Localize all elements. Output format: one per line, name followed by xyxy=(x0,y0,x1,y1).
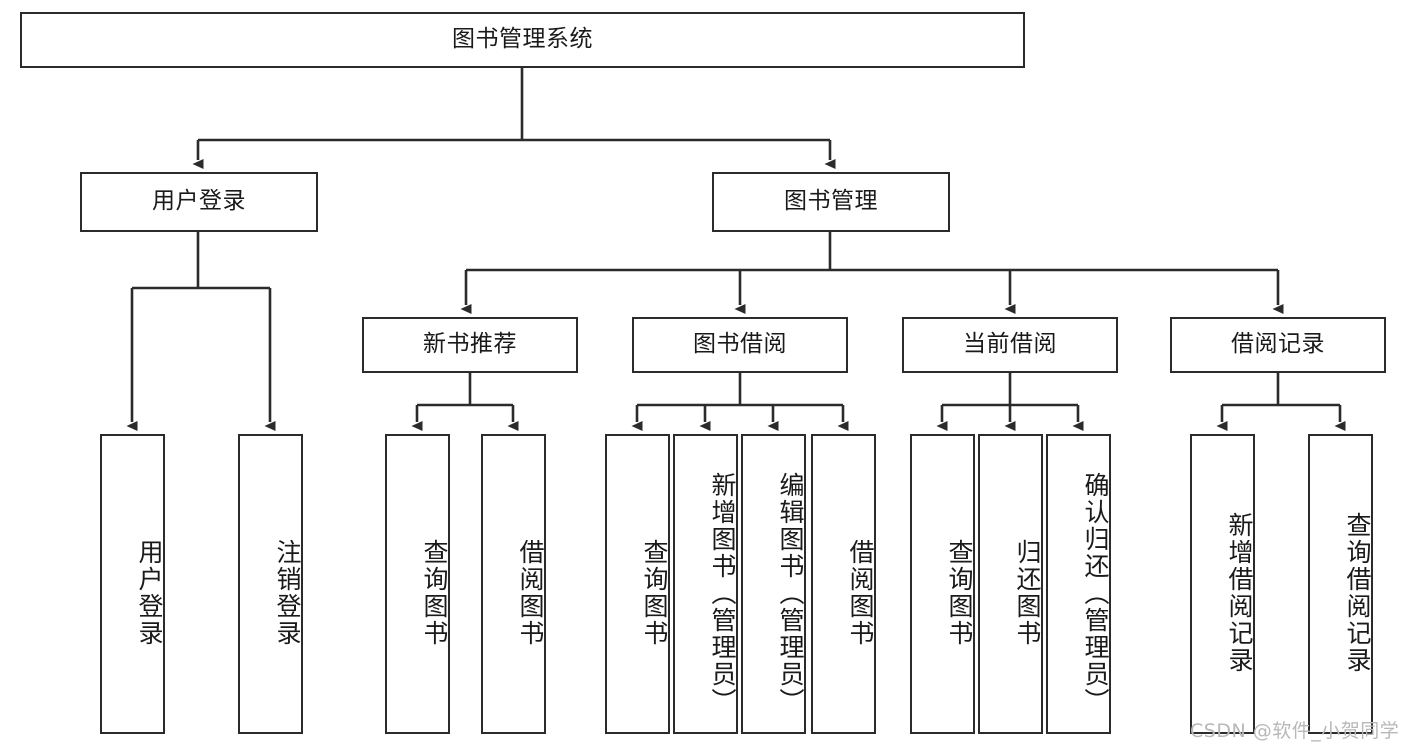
leaf-current-borrow-query[interactable]: 查询图书 xyxy=(910,434,975,734)
node-label: 图书管理 xyxy=(784,188,878,215)
leaf-user-login-logout[interactable]: 注销登录 xyxy=(238,434,303,734)
leaf-book-borrow-borrow[interactable]: 借阅图书 xyxy=(811,434,876,734)
node-label: 用户登录 xyxy=(152,188,246,215)
node-label: 查询借阅记录 xyxy=(1343,512,1372,674)
node-label: 新增借阅记录 xyxy=(1225,512,1254,674)
node-book-borrow[interactable]: 图书借阅 xyxy=(632,317,848,373)
node-label: 确认归还（管理员） xyxy=(1081,471,1110,715)
node-label: 查询图书 xyxy=(640,539,669,647)
leaf-current-borrow-confirm-return[interactable]: 确认归还（管理员） xyxy=(1046,434,1111,734)
leaf-current-borrow-return[interactable]: 归还图书 xyxy=(978,434,1043,734)
leaf-book-borrow-query[interactable]: 查询图书 xyxy=(605,434,670,734)
node-label: 用户登录 xyxy=(135,539,164,647)
leaf-new-book-query[interactable]: 查询图书 xyxy=(385,434,450,734)
node-book-management-system[interactable]: 图书管理系统 xyxy=(20,12,1025,68)
node-label: 查询图书 xyxy=(420,539,449,647)
node-new-book-recommend[interactable]: 新书推荐 xyxy=(362,317,578,373)
node-label: 注销登录 xyxy=(273,539,302,647)
node-label: 图书管理系统 xyxy=(452,26,593,53)
node-label: 查询图书 xyxy=(945,539,974,647)
node-label: 编辑图书（管理员） xyxy=(776,471,805,715)
node-label: 当前借阅 xyxy=(963,331,1057,358)
node-label: 归还图书 xyxy=(1013,539,1042,647)
node-current-borrow[interactable]: 当前借阅 xyxy=(902,317,1118,373)
node-borrow-record[interactable]: 借阅记录 xyxy=(1170,317,1386,373)
node-label: 新书推荐 xyxy=(423,331,517,358)
leaf-new-book-borrow[interactable]: 借阅图书 xyxy=(481,434,546,734)
node-label: 新增图书（管理员） xyxy=(708,471,737,715)
node-book-management[interactable]: 图书管理 xyxy=(712,172,950,232)
leaf-book-borrow-add[interactable]: 新增图书（管理员） xyxy=(673,434,738,734)
leaf-book-borrow-edit[interactable]: 编辑图书（管理员） xyxy=(741,434,806,734)
leaf-borrow-record-add[interactable]: 新增借阅记录 xyxy=(1190,434,1255,734)
csdn-watermark: CSDN @软件_小贺同学 xyxy=(1190,720,1400,742)
node-label: 借阅图书 xyxy=(516,539,545,647)
node-user-login[interactable]: 用户登录 xyxy=(80,172,318,232)
node-label: 图书借阅 xyxy=(693,331,787,358)
leaf-borrow-record-query[interactable]: 查询借阅记录 xyxy=(1308,434,1373,734)
node-label: 借阅记录 xyxy=(1231,331,1325,358)
node-label: 借阅图书 xyxy=(846,539,875,647)
leaf-user-login-login[interactable]: 用户登录 xyxy=(100,434,165,734)
